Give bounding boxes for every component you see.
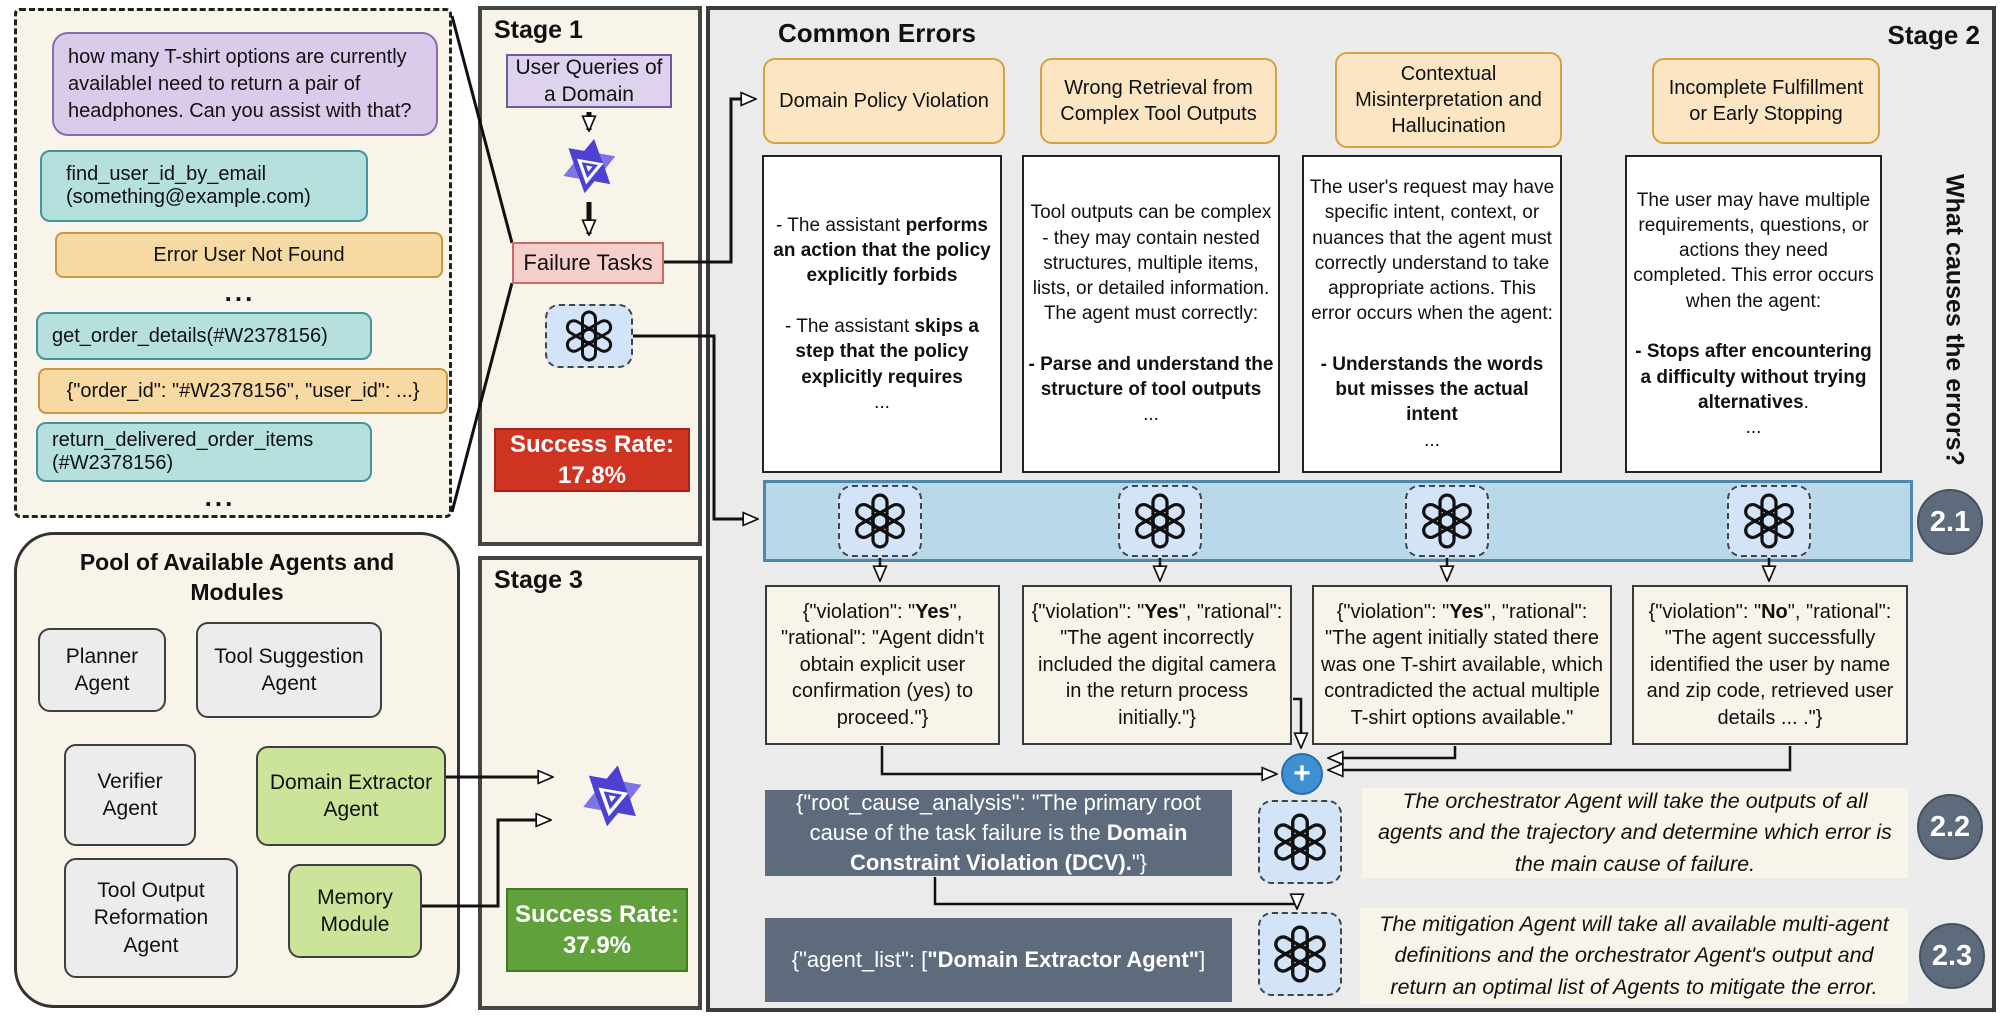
- judge-output-box: {"violation": "No", "rational": "The age…: [1632, 585, 1908, 745]
- agent-card-tool-suggestion: Tool Suggestion Agent: [196, 622, 382, 718]
- step-badge-2-1: 2.1: [1917, 489, 1983, 555]
- error-header-incomplete-fulfillment: Incomplete Fulfillment or Early Stopping: [1652, 58, 1880, 144]
- agent-pool-title: Pool of Available Agents and Modules: [79, 549, 395, 605]
- side-question-label: What causes the errors?: [1940, 174, 1969, 466]
- error-description: The user may have multiple requirements,…: [1625, 155, 1882, 473]
- openai-logo-icon: [1132, 493, 1188, 549]
- error-header-domain-policy: Domain Policy Violation: [763, 58, 1005, 144]
- user-query-bubble: how many T-shirt options are currently a…: [52, 32, 438, 136]
- agent-card-memory-module: Memory Module: [288, 864, 422, 958]
- qwen-logo-icon: [557, 136, 621, 200]
- agent-card-tool-output-reformation: Tool Output Reformation Agent: [64, 858, 238, 978]
- openai-logo-icon: [1741, 493, 1797, 549]
- judge-output-box: {"violation": "Yes", "rational": "The ag…: [1022, 585, 1292, 745]
- user-queries-box: User Queries of a Domain: [506, 54, 672, 108]
- stage1-success-rate-badge: Success Rate: 17.8%: [494, 428, 690, 492]
- common-errors-title: Common Errors: [778, 18, 976, 48]
- root-cause-box: {"root_cause_analysis": "The primary roo…: [765, 790, 1232, 876]
- tool-error-text: Error User Not Found: [153, 243, 345, 266]
- tool-error-box: Error User Not Found: [55, 232, 443, 278]
- openai-logo-icon: [1419, 493, 1475, 549]
- step-badge-2-2: 2.2: [1917, 794, 1983, 860]
- judge-output-box: {"violation": "Yes", "rational": "Agent …: [765, 585, 1000, 745]
- tool-call-box: return_delivered_order_items (#W2378156): [36, 422, 372, 482]
- judge-llm-band: [763, 480, 1913, 562]
- error-description: The user's request may have specific int…: [1302, 155, 1562, 473]
- agent-list-box: {"agent_list": ["Domain Extractor Agent"…: [765, 918, 1232, 1002]
- tool-output-box: {"order_id": "#W2378156", "user_id": ...…: [38, 368, 448, 414]
- tool-call-box: find_user_id_by_email (something@example…: [40, 150, 368, 222]
- qwen-logo-icon: [576, 762, 648, 834]
- tool-call-text: get_order_details(#W2378156): [52, 324, 328, 347]
- llm-chip: [1258, 800, 1342, 884]
- llm-chip: [1118, 485, 1202, 557]
- agent-card-planner: Planner Agent: [38, 628, 166, 712]
- failure-tasks-box: Failure Tasks: [512, 242, 664, 284]
- user-query-text: how many T-shirt options are currently a…: [68, 45, 412, 122]
- stage1-title: Stage 1: [494, 16, 583, 44]
- error-description: - The assistant performs an action that …: [762, 155, 1002, 473]
- tool-output-text: {"order_id": "#W2378156", "user_id": ...…: [66, 379, 420, 402]
- openai-logo-icon: [1271, 813, 1329, 871]
- stage2-title: Stage 2: [1887, 20, 1981, 50]
- error-header-contextual-misinterpretation: Contextual Misinterpretation and Halluci…: [1335, 52, 1562, 148]
- orchestrator-note: The orchestrator Agent will take the out…: [1362, 788, 1908, 878]
- openai-logo-icon: [852, 493, 908, 549]
- mitigation-note: The mitigation Agent will take all avail…: [1360, 908, 1908, 1004]
- llm-chip: [545, 304, 633, 368]
- judge-output-box: {"violation": "Yes", "rational": "The ag…: [1312, 585, 1612, 745]
- llm-chip: [1258, 912, 1342, 996]
- llm-chip: [1405, 485, 1489, 557]
- tool-call-text: return_delivered_order_items (#W2378156): [52, 429, 314, 474]
- agent-card-verifier: Verifier Agent: [64, 744, 196, 846]
- ellipsis: ...: [204, 481, 236, 512]
- plus-icon: +: [1281, 753, 1323, 795]
- llm-chip: [838, 485, 922, 557]
- tool-call-text: find_user_id_by_email (something@example…: [66, 163, 311, 208]
- openai-logo-icon: [1271, 925, 1329, 983]
- error-description: Tool outputs can be complex - they may c…: [1022, 155, 1280, 473]
- error-header-wrong-retrieval: Wrong Retrieval from Complex Tool Output…: [1040, 58, 1277, 144]
- llm-chip: [1727, 485, 1811, 557]
- ellipsis: ...: [224, 276, 256, 307]
- agent-card-domain-extractor: Domain Extractor Agent: [256, 746, 446, 846]
- stage3-title: Stage 3: [494, 566, 583, 594]
- stage3-success-rate-badge: Success Rate: 37.9%: [506, 888, 688, 972]
- openai-logo-icon: [563, 310, 615, 362]
- step-badge-2-3: 2.3: [1919, 923, 1985, 989]
- tool-call-box: get_order_details(#W2378156): [36, 312, 372, 360]
